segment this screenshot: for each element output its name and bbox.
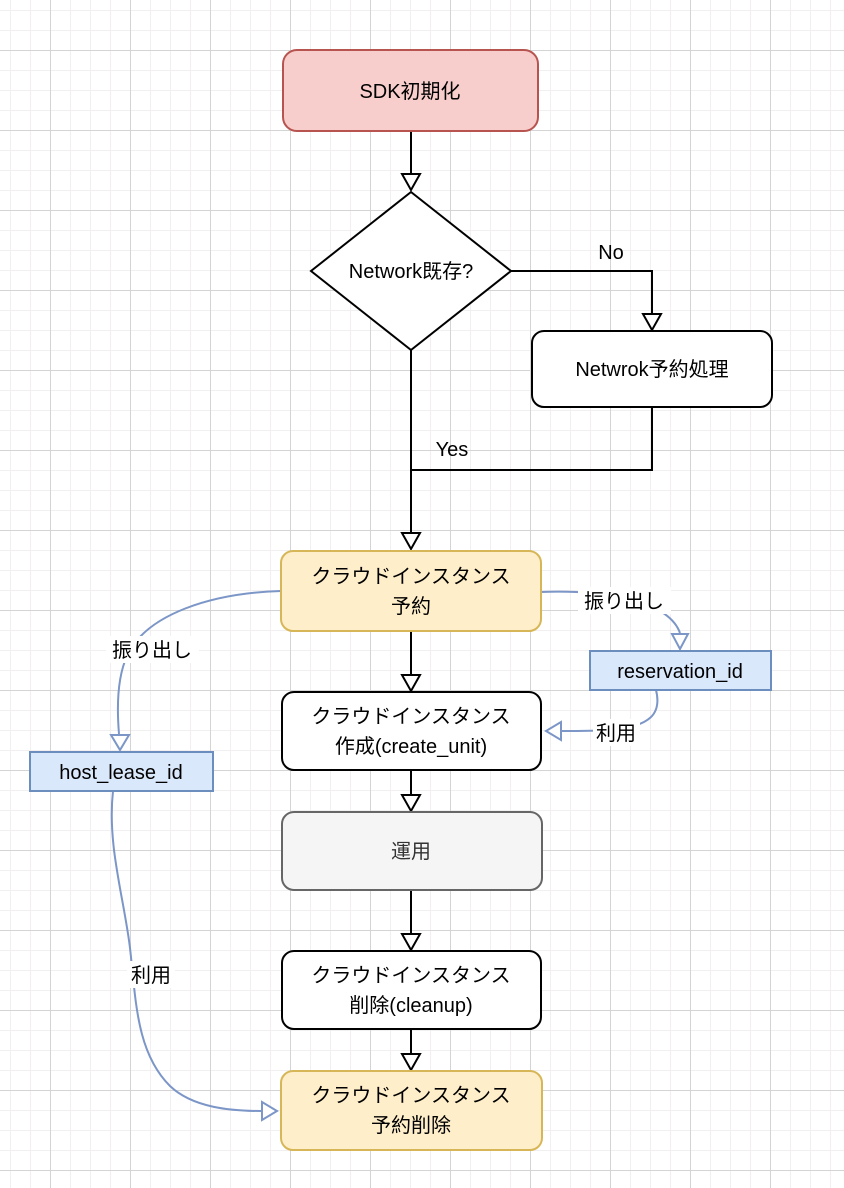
node-network-check: Network既存?: [309, 190, 513, 352]
edge-use-host-lease-id: 利用: [110, 790, 279, 1122]
node-instance-create-label-line2: 作成(create_unit): [335, 735, 487, 758]
node-instance-create-label-line1: クラウドインスタンス: [311, 705, 510, 728]
arrowhead-down-icon: [670, 633, 690, 652]
edge-create-to-operation: [400, 770, 422, 814]
arrowhead-right-icon: [261, 1100, 279, 1122]
edge-label-issue-right: 振り出し: [584, 590, 664, 613]
arrowhead-left-icon: [544, 720, 562, 742]
node-reserve-delete: クラウドインスタンス 予約削除: [280, 1070, 543, 1151]
node-instance-create-shape[interactable]: [281, 691, 542, 771]
edge-line: [511, 270, 653, 314]
edge-use-reservation-id: 利用: [544, 689, 659, 746]
node-instance-create: クラウドインスタンス 作成(create_unit): [281, 691, 542, 771]
edge-check-no: No: [511, 242, 663, 333]
edge-label-no: No: [598, 242, 624, 264]
edge-cleanup-to-delete: [400, 1029, 422, 1073]
node-reservation-id: reservation_id: [589, 650, 772, 691]
edge-issue-host-lease-id: 振り出し: [106, 590, 282, 752]
arrowhead-down-icon: [400, 674, 422, 694]
node-operation: 運用: [281, 811, 543, 891]
edge-label-use-right: 利用: [596, 722, 636, 745]
node-sdk-init-label: SDK初期化: [359, 80, 460, 103]
edge-network-reserve-merge: [412, 407, 653, 471]
node-host-lease-id-shape[interactable]: [29, 751, 214, 792]
edge-label-bg: [127, 961, 175, 988]
edge-issue-reservation-id: 振り出し: [540, 587, 690, 652]
node-instance-reserve: クラウドインスタンス 予約: [280, 550, 542, 632]
arrowhead-down-icon: [400, 794, 422, 814]
edge-reserve-to-create: [400, 631, 422, 694]
node-network-reserve-shape[interactable]: [531, 330, 773, 408]
arrowhead-down-icon: [400, 1053, 422, 1073]
edge-check-yes: Yes: [400, 350, 469, 552]
edge-label-bg: [106, 636, 199, 663]
node-network-reserve-label: Netwrok予約処理: [575, 358, 728, 381]
node-reserve-delete-label-line1: クラウドインスタンス: [311, 1084, 510, 1107]
node-sdk-init: SDK初期化: [282, 49, 539, 132]
edge-operation-to-cleanup: [400, 890, 422, 953]
node-instance-cleanup: クラウドインスタンス 削除(cleanup): [281, 950, 542, 1030]
node-sdk-init-shape[interactable]: [282, 49, 539, 132]
node-reservation-id-label: reservation_id: [617, 661, 743, 683]
node-reservation-id-shape[interactable]: [589, 650, 772, 691]
edge-sdk-to-check: [400, 131, 422, 193]
node-reserve-delete-label-line2: 予約削除: [371, 1114, 451, 1137]
node-reserve-delete-shape[interactable]: [280, 1070, 543, 1151]
arrowhead-down-icon: [641, 313, 663, 333]
edge-label-yes: Yes: [436, 439, 469, 461]
node-network-check-shape[interactable]: [309, 190, 513, 352]
node-instance-cleanup-label-line2: 削除(cleanup): [349, 994, 472, 1017]
node-instance-reserve-label-line2: 予約: [391, 595, 431, 618]
node-operation-shape[interactable]: [281, 811, 543, 891]
node-network-check-label: Network既存?: [349, 260, 473, 283]
node-host-lease-id-label: host_lease_id: [59, 762, 182, 784]
node-host-lease-id: host_lease_id: [29, 751, 214, 792]
node-instance-reserve-shape[interactable]: [280, 550, 542, 632]
edge-line: [412, 407, 653, 471]
edge-label-bg: [578, 587, 671, 614]
node-instance-cleanup-shape[interactable]: [281, 950, 542, 1030]
arrowhead-down-icon: [400, 173, 422, 193]
node-network-reserve: Netwrok予約処理: [531, 330, 773, 408]
edge-label-issue-left: 振り出し: [112, 639, 192, 662]
edge-label-use-left: 利用: [131, 964, 171, 987]
arrowhead-down-icon: [109, 734, 131, 752]
edge-line: [110, 790, 262, 1112]
arrowhead-down-icon: [400, 933, 422, 953]
arrowhead-down-icon: [400, 532, 422, 552]
node-instance-reserve-label-line1: クラウドインスタンス: [311, 565, 510, 588]
node-instance-cleanup-label-line1: クラウドインスタンス: [311, 964, 510, 987]
edge-label-bg: [593, 719, 640, 746]
node-operation-label: 運用: [391, 841, 431, 863]
